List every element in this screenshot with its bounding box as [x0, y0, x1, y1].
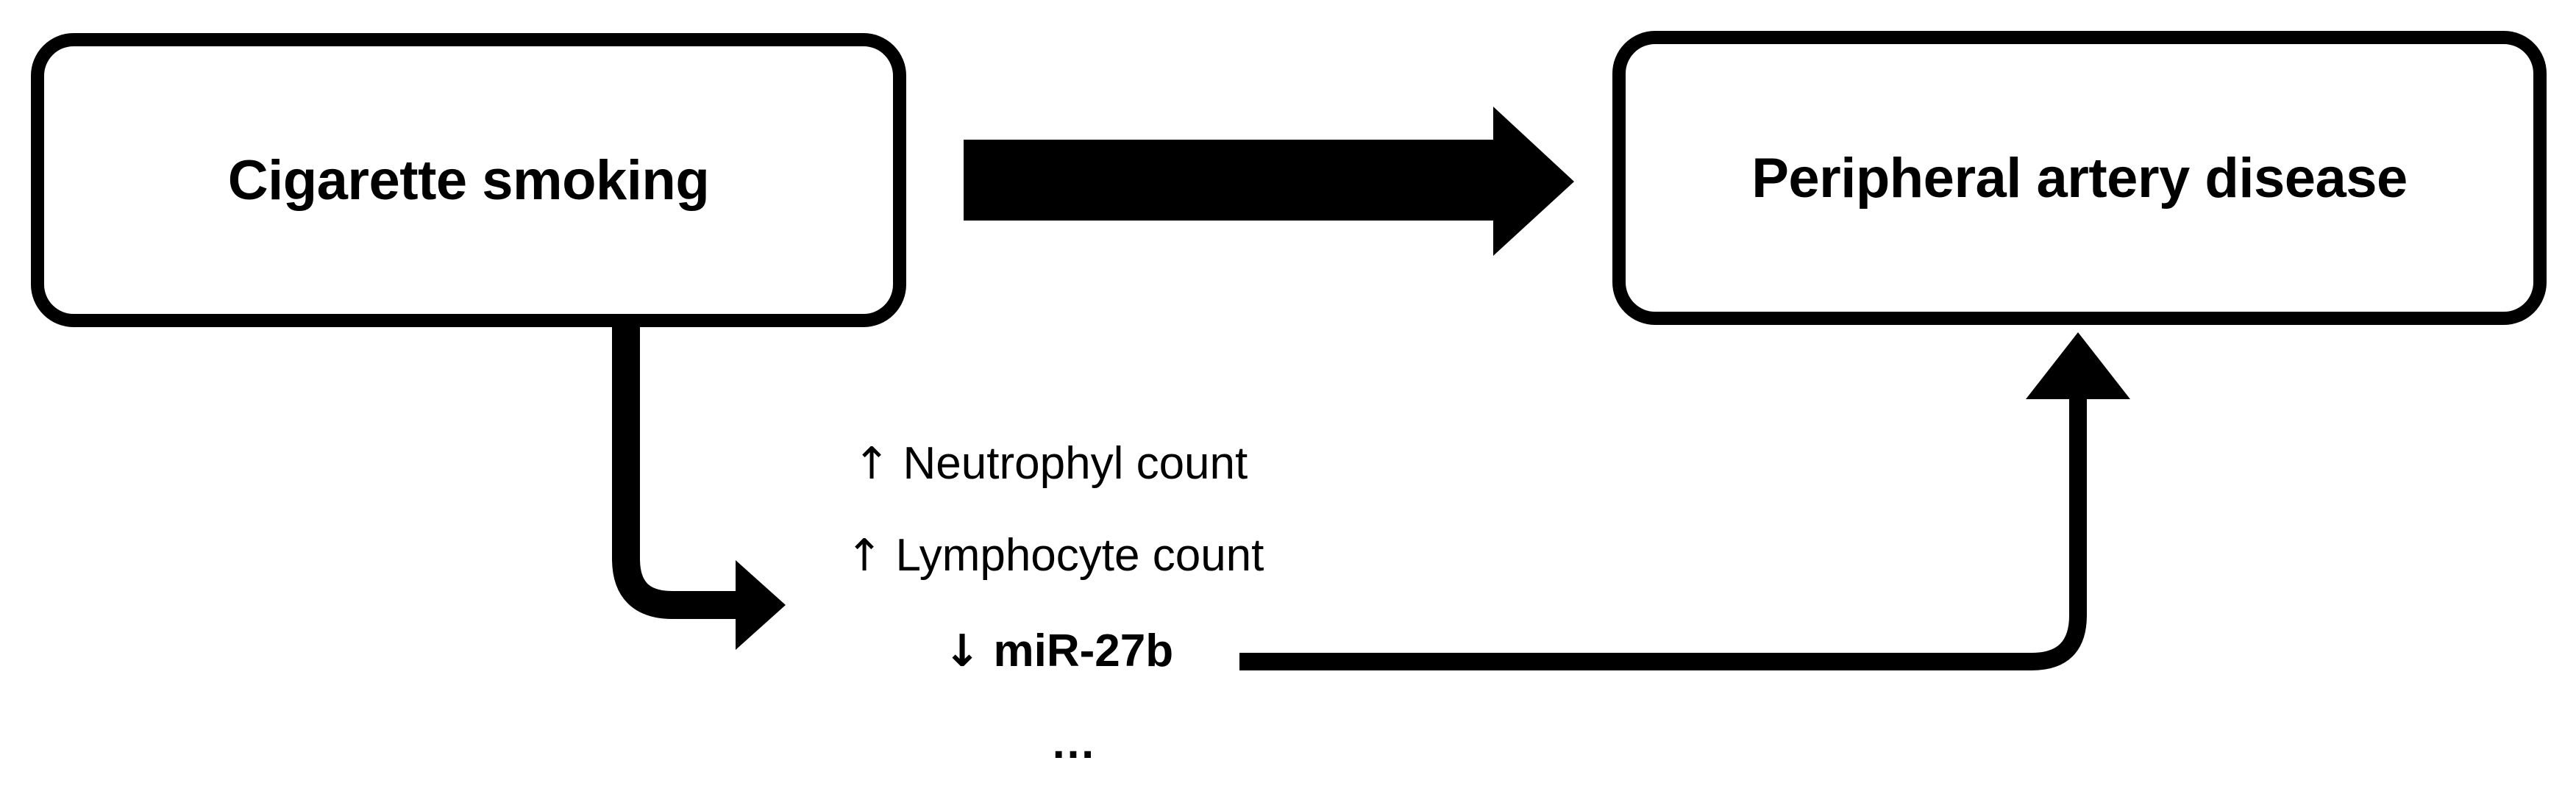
mediator-item-neutrophyl-label: Neutrophyl count	[903, 438, 1248, 489]
elbow-arrow-to-mediators-head-icon	[736, 560, 786, 650]
arrow-down-icon: ↓	[944, 626, 981, 677]
elbow-arrow-to-mediators-icon	[612, 323, 736, 619]
mediator-item-mir27b-label: miR-27b	[993, 626, 1174, 676]
mediator-item-ellipsis: …	[1050, 720, 1096, 766]
node-peripheral-artery-disease[interactable]: Peripheral artery disease	[1612, 31, 2547, 325]
main-block-arrow-icon	[964, 107, 1574, 256]
mediator-item-neutrophyl: ↑ Neutrophyl count	[853, 441, 1248, 487]
elbow-arrow-to-outcome-icon	[1239, 397, 2087, 670]
node-cigarette-smoking[interactable]: Cigarette smoking	[31, 33, 906, 327]
node-cigarette-smoking-label: Cigarette smoking	[227, 148, 710, 212]
mediator-item-lymphocyte-label: Lymphocyte count	[895, 530, 1264, 581]
arrow-up-icon: ↑	[846, 530, 883, 581]
mediator-item-lymphocyte: ↑ Lymphocyte count	[846, 533, 1264, 579]
elbow-arrow-to-outcome-head-icon	[2026, 332, 2130, 399]
node-peripheral-artery-disease-label: Peripheral artery disease	[1751, 146, 2408, 210]
arrow-up-icon: ↑	[853, 438, 891, 490]
mediator-item-ellipsis-label: …	[1050, 717, 1096, 768]
mediator-item-mir27b: ↓ miR-27b	[944, 629, 1173, 674]
